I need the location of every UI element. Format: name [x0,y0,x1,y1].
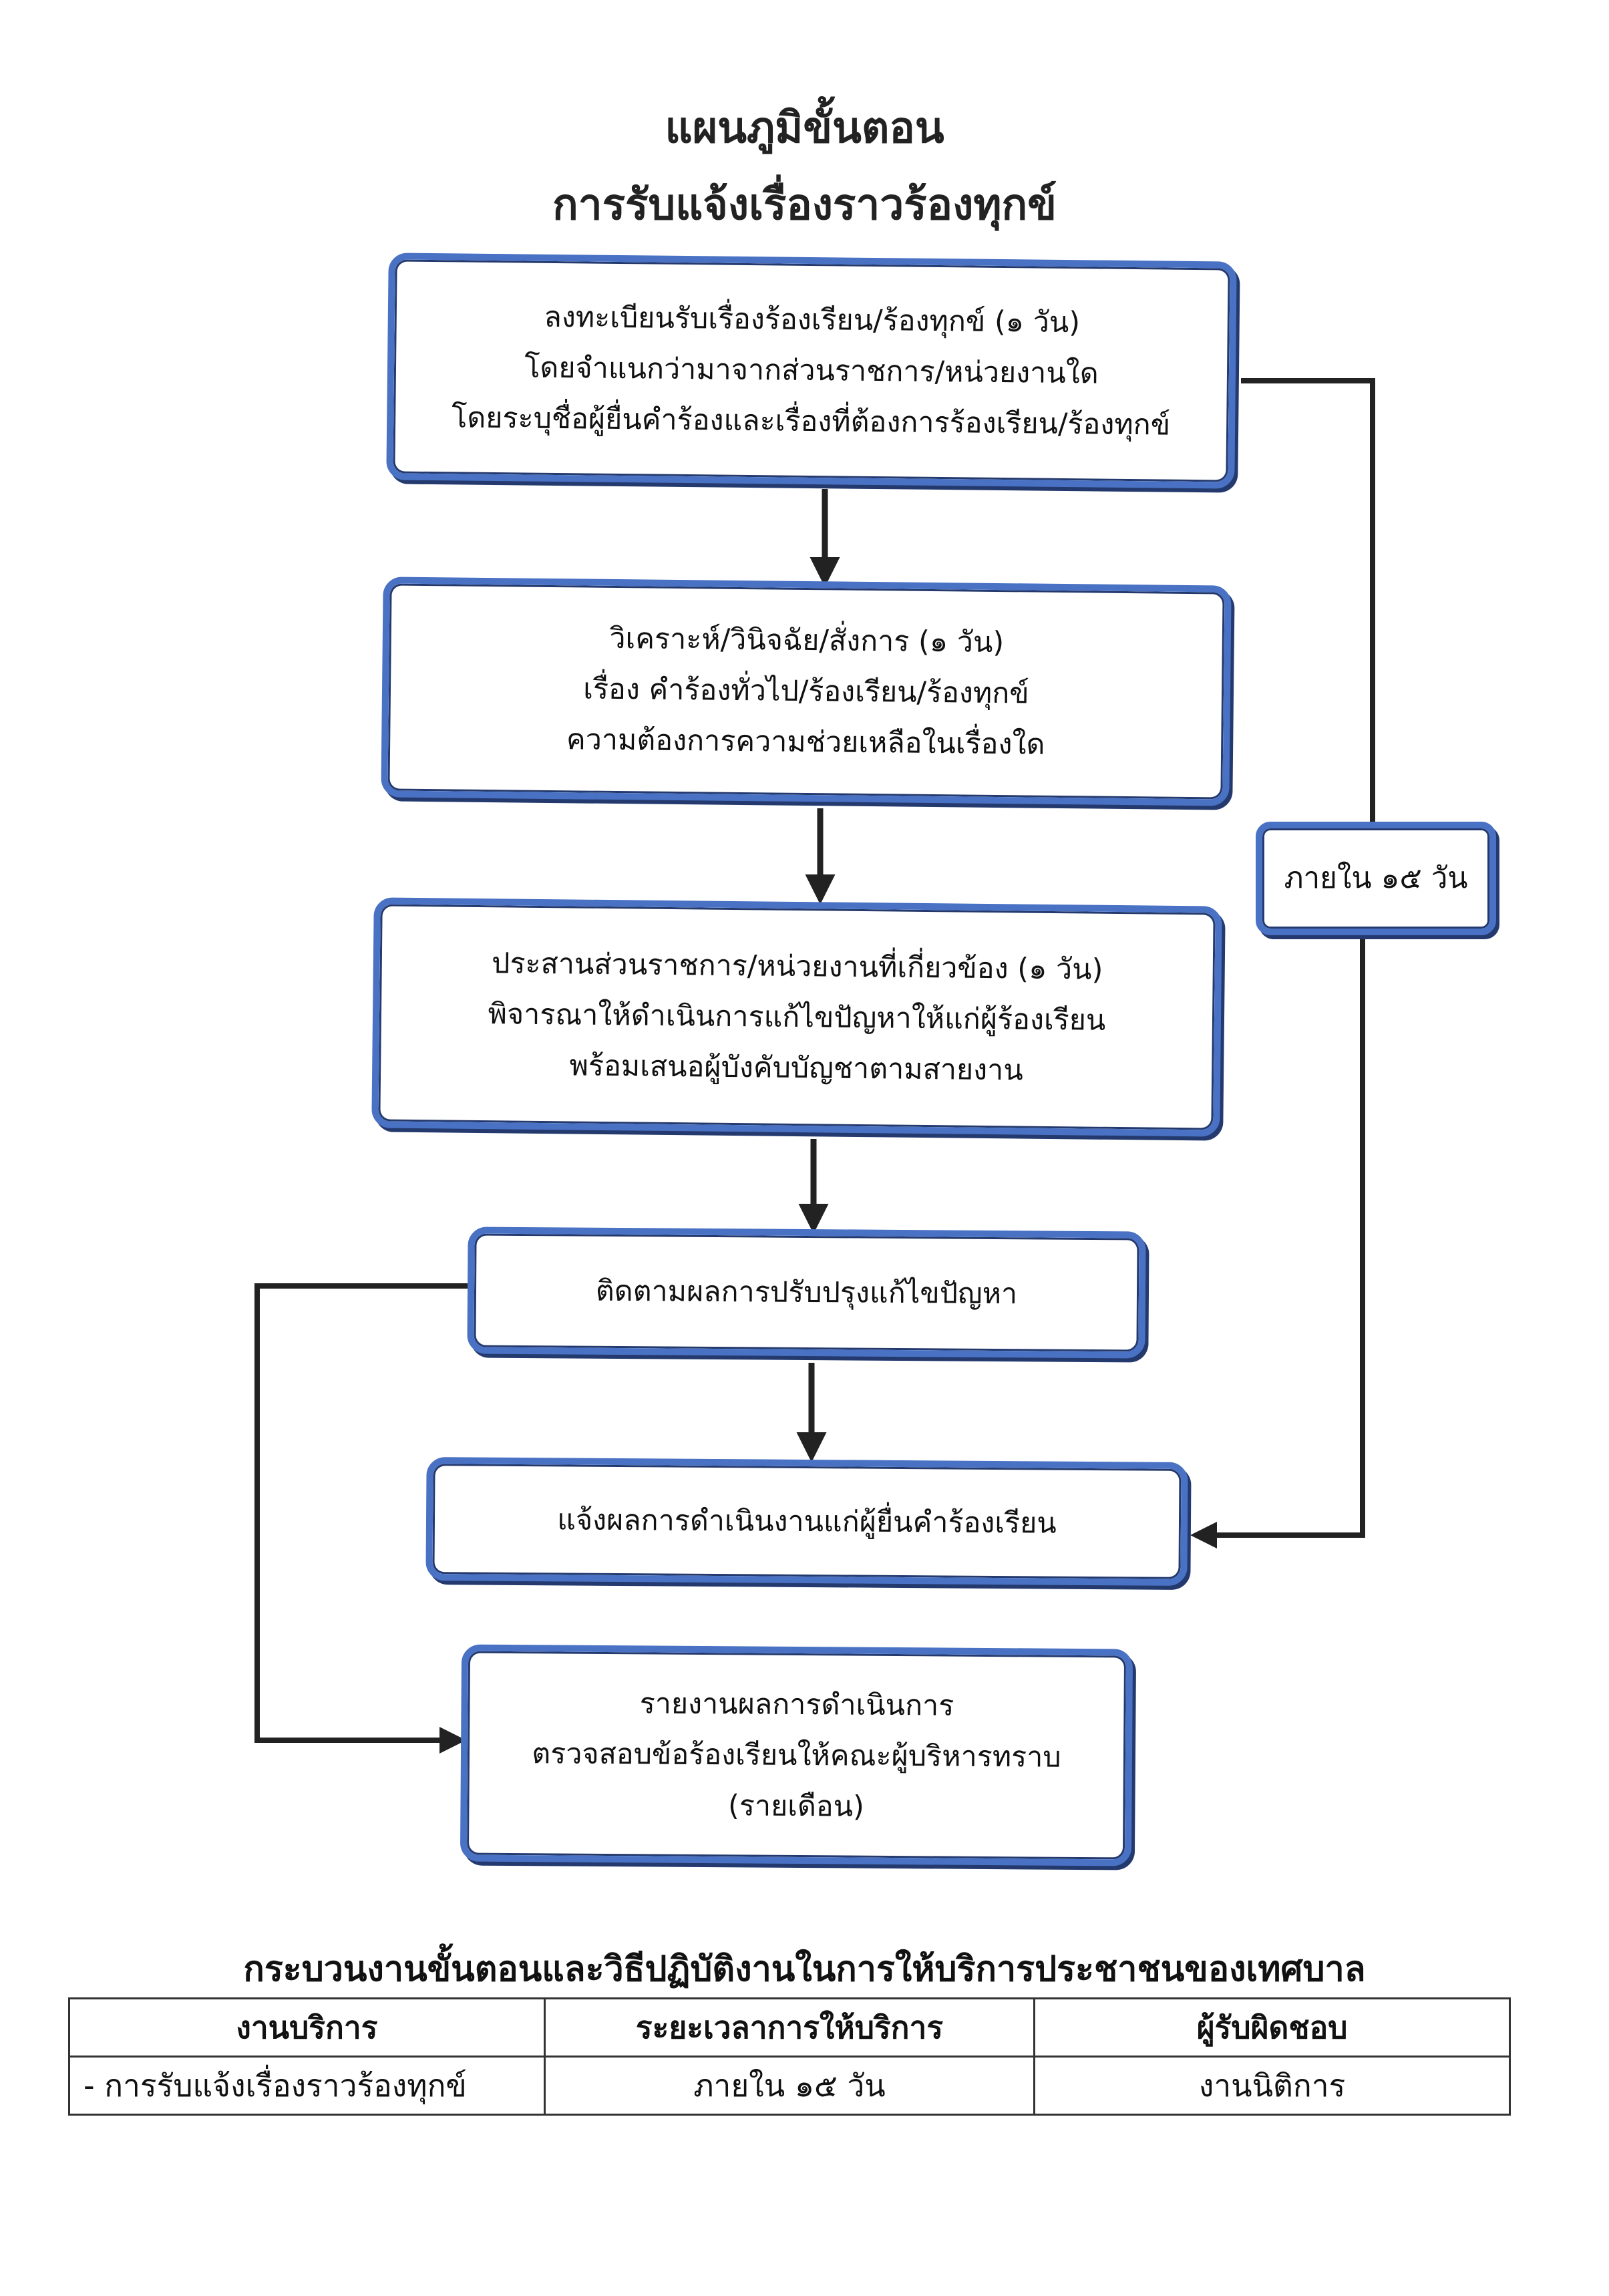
step-1-register-complaint: ลงทะเบียนรับเรื่องร้องเรียน/ร้องทุกข์ (๑… [386,253,1237,489]
table-cell-service: - การรับแจ้งเรื่องราวร้องทุกข์ [68,2056,546,2116]
side-duration-label: ภายใน ๑๕ วัน [1256,822,1496,935]
step-5-line-1: แจ้งผลการดำเนินงานแก่ผู้ยื่นคำร้องเรียน [557,1502,1057,1540]
step-4-follow-up: ติดตามผลการปรับปรุงแก้ไขปัญหา [467,1226,1146,1359]
step-1-line-1: ลงทะเบียนรับเรื่องร้องเรียน/ร้องทุกข์ (๑… [544,300,1081,340]
connector-right-bypass-bottom [1190,932,1365,1548]
step-5-notify-result: แจ้งผลการดำเนินงานแก่ผู้ยื่นคำร้องเรียน [425,1457,1188,1586]
table-cell-responsible: งานนิติการ [1033,2056,1511,2116]
service-table-title: กระบวนงานขั้นตอนและวิธีปฏิบัติงานในการให… [243,1949,1366,1989]
table-cell-duration: ภายใน ๑๕ วัน [543,2056,1036,2116]
chart-title-line-2: การรับแจ้งเรื่องราวร้องทุกข์ [552,180,1057,230]
table-row: - การรับแจ้งเรื่องราวร้องทุกข์ ภายใน ๑๕ … [68,2056,1511,2116]
table-header-service: งานบริการ [68,1997,546,2058]
step-3-line-2: พิจารณาให้ดำเนินการแก้ไขปัญหาให้แก่ผู้ร้… [488,997,1106,1037]
table-header-duration: ระยะเวลาการให้บริการ [543,1997,1036,2058]
step-6-line-1: รายงานผลการดำเนินการ [639,1686,954,1723]
step-2-line-1: วิเคราะห์/วินิจฉัย/สั่งการ (๑ วัน) [609,621,1005,660]
connector-right-bypass-top [1241,378,1375,832]
table-header-row: งานบริการ ระยะเวลาการให้บริการ ผู้รับผิด… [68,1997,1511,2058]
step-1-line-2: โดยจำแนกว่ามาจากส่วนราชการ/หน่วยงานใด [524,351,1099,391]
connector-left-loop [254,1283,468,1754]
step-2-analyze: วิเคราะห์/วินิจฉัย/สั่งการ (๑ วัน) เรื่อ… [381,577,1232,806]
step-4-line-1: ติดตามผลการปรับปรุงแก้ไขปัญหา [595,1274,1018,1311]
step-2-line-2: เรื่อง คำร้องทั่วไป/ร้องเรียน/ร้องทุกข์ [583,672,1029,711]
step-3-line-1: ประสานส่วนราชการ/หน่วยงานที่เกี่ยวข้อง (… [491,946,1103,987]
chart-title-line-1: แผนภูมิขั้นตอน [665,104,944,153]
step-3-coordinate: ประสานส่วนราชการ/หน่วยงานที่เกี่ยวข้อง (… [371,897,1222,1137]
step-6-line-2: ตรวจสอบข้อร้องเรียนให้คณะผู้บริหารทราบ [532,1736,1061,1774]
step-3-line-3: พร้อมเสนอผู้บังคับบัญชาตามสายงาน [569,1048,1024,1088]
step-1-line-3: โดยระบุชื่อผู้ยื่นคำร้องและเรื่องที่ต้อง… [451,401,1171,442]
step-6-report: รายงานผลการดำเนินการ ตรวจสอบข้อร้องเรียน… [460,1644,1133,1866]
step-2-line-3: ความต้องการความช่วยเหลือในเรื่องใด [566,723,1045,762]
table-header-responsible: ผู้รับผิดชอบ [1033,1997,1511,2058]
service-table: งานบริการ ระยะเวลาการให้บริการ ผู้รับผิด… [68,1997,1511,2116]
step-6-line-3: (รายเดือน) [727,1788,865,1824]
